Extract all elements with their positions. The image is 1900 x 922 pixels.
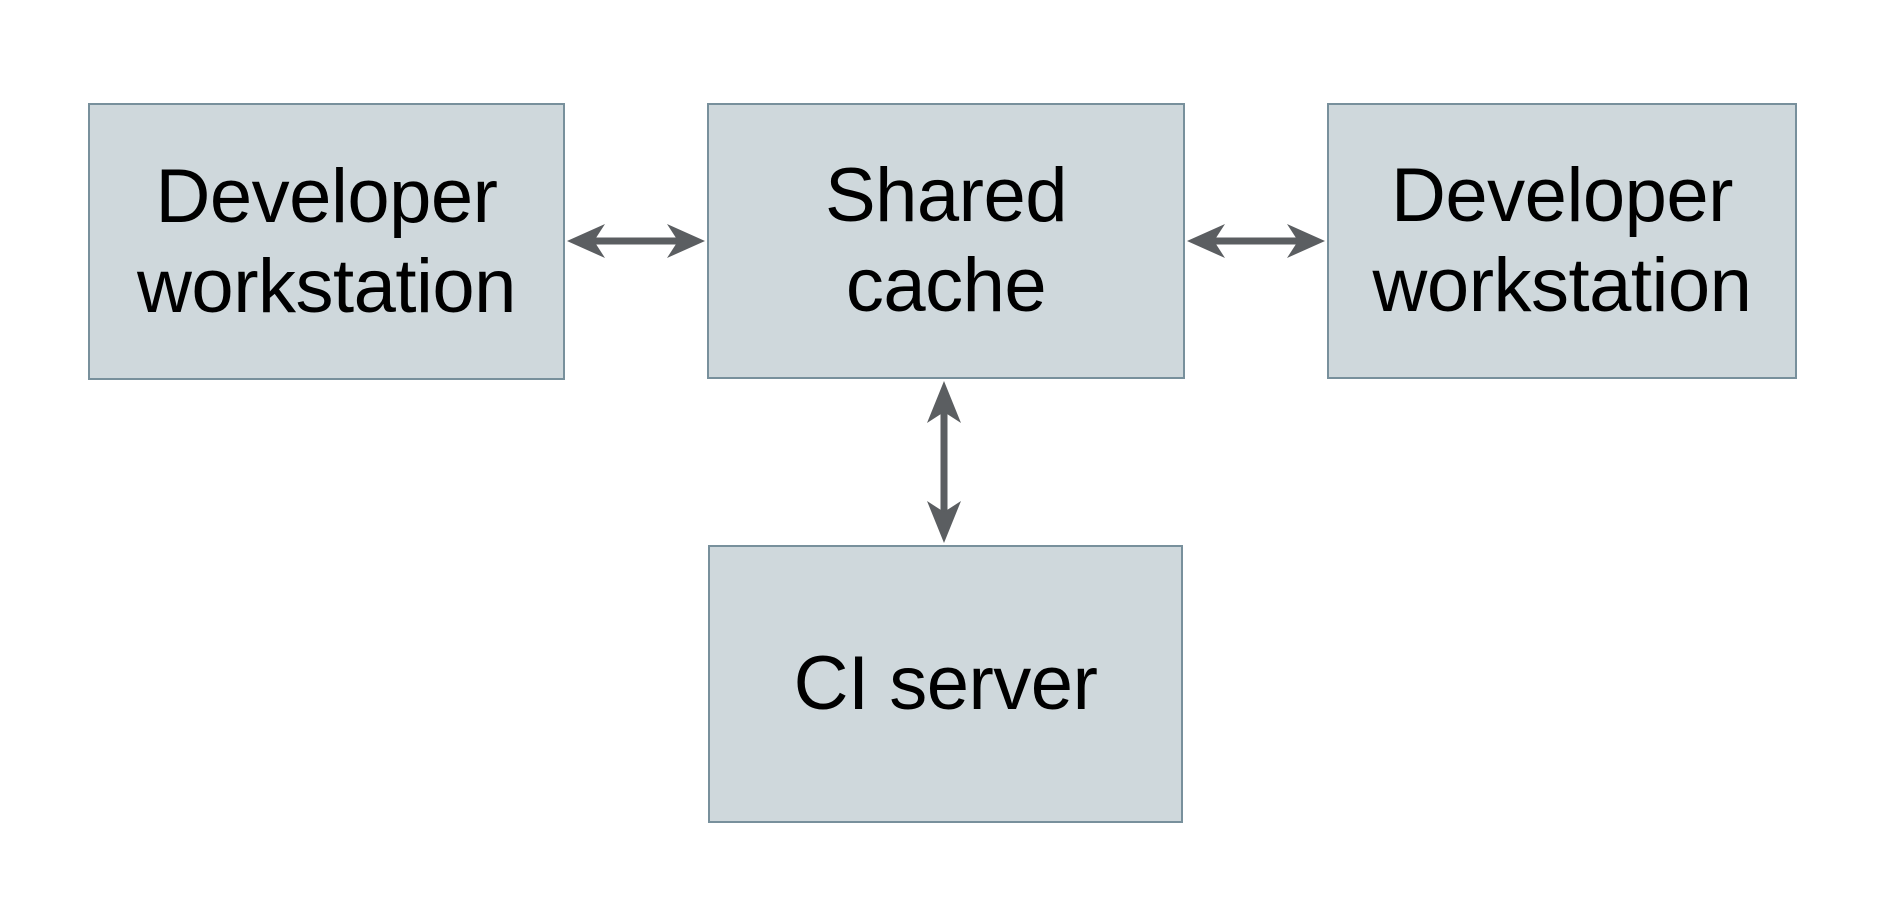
bidirectional-arrow-cache-devright: [1187, 224, 1325, 258]
node-ci-server: CI server: [708, 545, 1183, 823]
node-label-ci-server: CI server: [793, 641, 1098, 727]
node-label-shared-cache: Shared cache: [824, 153, 1068, 328]
node-label-developer-workstation-right: Developer workstation: [1372, 153, 1752, 328]
node-developer-workstation-right: Developer workstation: [1327, 103, 1797, 379]
node-developer-workstation-left: Developer workstation: [88, 103, 565, 380]
bidirectional-arrow-devleft-cache: [567, 224, 705, 258]
node-shared-cache: Shared cache: [707, 103, 1185, 379]
node-label-developer-workstation-left: Developer workstation: [137, 153, 516, 329]
bidirectional-arrow-cache-ciserver: [927, 381, 961, 543]
